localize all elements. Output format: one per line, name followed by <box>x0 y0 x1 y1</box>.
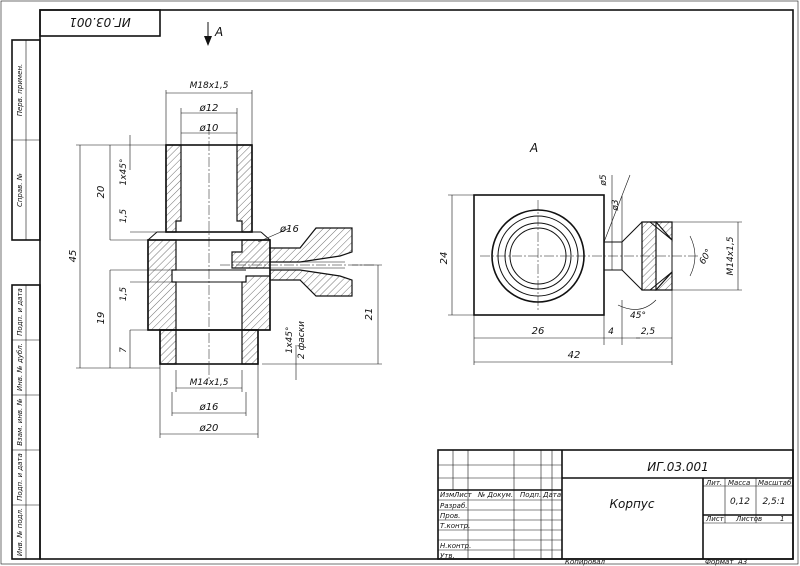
left-column: Перв. примен. Справ. № Подп. и дата Инв.… <box>11 39 41 560</box>
dim-h19: 19 <box>96 312 107 325</box>
dim-ang60: 60° <box>698 248 715 267</box>
dims-left: M18x1,5 ø12 ø10 45 20 1x45° 1,5 1,5 19 7… <box>68 81 382 438</box>
dim-w26: 26 <box>532 326 545 337</box>
tb-row: Утв. <box>440 552 455 560</box>
dim-d16-side: ø16 <box>279 224 299 235</box>
dim-thread-bot: M14x1,5 <box>190 378 229 388</box>
tb-sheets-label: Листов <box>735 515 762 523</box>
copied-label: Копировал <box>565 558 606 566</box>
dim-d3: ø3 <box>611 199 621 212</box>
tb-col-izm: Изм <box>440 491 455 499</box>
dim-w25: 2,5 <box>641 327 656 337</box>
dims-right: ø5 ø3 24 26 4 2,5 42 45° 60° M14x1,5 <box>439 174 742 365</box>
dim-h45: 45 <box>68 250 79 263</box>
dim-d16: ø16 <box>199 402 219 413</box>
dim-h24: 24 <box>439 252 450 265</box>
tb-col-list: Лист <box>453 491 473 499</box>
left-col-label: Взам. инв. № <box>16 398 24 446</box>
tb-lit-label: Лит. <box>705 479 722 487</box>
code-stamp-text: ИГ.03.001 <box>69 15 130 29</box>
view-a-marker: A <box>204 22 223 46</box>
dim-h20: 20 <box>96 186 107 199</box>
dim-chamfer-bot: 1x45° <box>285 326 295 353</box>
dim-w42: 42 <box>568 350 581 361</box>
dim-h15b: 1,5 <box>119 287 129 302</box>
format-label: Формат <box>705 558 734 566</box>
left-col-label: Перв. примен. <box>16 64 24 117</box>
tb-mass-label: Масса <box>728 479 750 487</box>
tb-code: ИГ.03.001 <box>647 460 708 474</box>
section-a-label: A <box>529 141 538 155</box>
dim-d5: ø5 <box>599 174 609 187</box>
tb-scale: 2,5:1 <box>762 497 785 507</box>
dim-d12: ø12 <box>199 103 219 114</box>
dim-chamfer-top: 1x45° <box>119 158 129 185</box>
tb-mass: 0,12 <box>730 497 750 507</box>
left-col-label: Подп. и дата <box>16 288 24 336</box>
tb-col-sign: Подп. <box>520 491 541 499</box>
view-a: A <box>473 141 700 316</box>
dim-thread-top: M18x1,5 <box>190 81 229 91</box>
dim-d20: ø20 <box>199 423 219 434</box>
dim-ang45: 45° <box>630 311 646 321</box>
tb-col-date: Дата <box>542 491 561 499</box>
left-col-label: Инв. № подл. <box>16 508 24 556</box>
dim-d10: ø10 <box>199 123 219 134</box>
dim-h21: 21 <box>364 308 375 321</box>
tb-title: Корпус <box>609 497 654 511</box>
tb-col-doc: № Докум. <box>477 491 513 499</box>
format-value: A3 <box>737 558 747 566</box>
tb-row: Н.контр. <box>440 542 471 550</box>
tb-sheets: 1 <box>780 515 784 523</box>
code-stamp: ИГ.03.001 <box>39 9 161 37</box>
view-a-label: A <box>214 25 223 39</box>
tb-row: Пров. <box>440 512 460 520</box>
left-col-label: Инв. № дубл. <box>16 343 24 391</box>
dim-w4: 4 <box>608 327 614 337</box>
dim-thread-right: M14x1,5 <box>726 236 736 275</box>
left-col-label: Справ. № <box>16 173 24 207</box>
dim-h7: 7 <box>119 347 129 353</box>
tb-sheet-label: Лист <box>705 515 725 523</box>
section-view <box>147 125 375 380</box>
tb-row: Разраб. <box>440 502 468 510</box>
dim-h15a: 1,5 <box>119 209 129 224</box>
title-block: Изм Лист № Докум. Подп. Дата Разраб. Про… <box>437 449 794 560</box>
left-col-label: Подп. и дата <box>16 453 24 501</box>
dim-chamfer-note: 2 фаски <box>297 321 307 359</box>
tb-row: Т.контр. <box>440 522 470 530</box>
tb-scale-label: Масштаб <box>758 479 792 487</box>
